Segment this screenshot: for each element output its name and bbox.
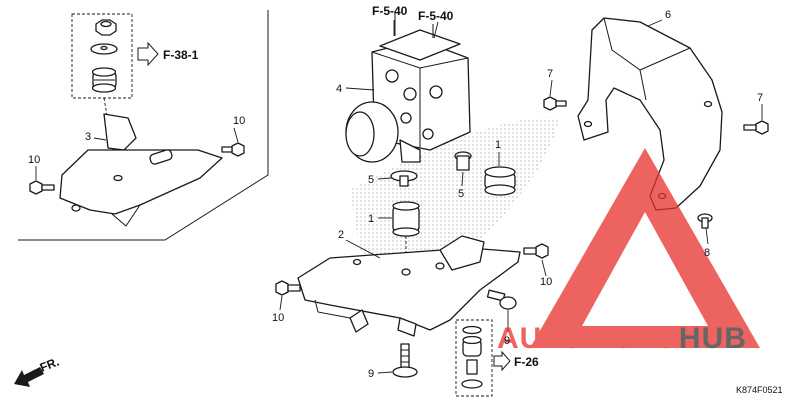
inset-box <box>18 10 269 241</box>
callout-4: 4 <box>336 83 342 95</box>
callout-10-inset-left: 10 <box>28 154 40 166</box>
ref-f5-40-right: F-5-40 <box>418 9 454 23</box>
dotted-mount-area <box>350 117 560 278</box>
front-direction-arrow: FR. <box>14 355 61 387</box>
main-bolt-right <box>523 243 549 259</box>
diagram-code: K874F0521 <box>736 385 783 395</box>
callout-labels: 3 10 10 4 1 5 5 1 2 6 7 7 8 9 9 10 10 <box>28 9 763 380</box>
watermark-triangle-logo <box>530 148 760 348</box>
inset-bolt-left <box>29 180 55 195</box>
callout-2: 2 <box>338 229 344 241</box>
callout-5-left: 5 <box>368 174 374 186</box>
ref-f26: F-26 <box>514 355 539 369</box>
callout-6: 6 <box>665 9 671 21</box>
svg-text:AUTOMOTOHUB: AUTOMOTOHUB <box>497 322 747 355</box>
callout-5-right: 5 <box>458 188 464 200</box>
callout-1-upper: 1 <box>495 139 501 151</box>
automotohub-watermark: AUTOMOTOHUB <box>497 148 760 355</box>
mount-collar-center <box>390 170 418 187</box>
inset-bolt-right <box>221 142 245 157</box>
watermark-text-dark: HUB <box>679 322 747 355</box>
mount-grommet-upper <box>484 166 516 196</box>
ref-arrow-f26: F-26 <box>493 350 539 372</box>
mount-grommet-lower <box>392 201 420 262</box>
cover-bolt-left <box>543 96 567 111</box>
callout-3: 3 <box>85 131 91 143</box>
callout-10-left: 10 <box>272 312 284 324</box>
ref-arrow-f38-1: F-38-1 <box>137 41 199 67</box>
cover-screw <box>697 213 713 229</box>
callout-7-right: 7 <box>757 92 763 104</box>
callout-9-lower: 9 <box>368 368 374 380</box>
lower-detail-box <box>455 319 493 397</box>
inset-bracket <box>59 113 223 227</box>
lower-grommet-stack <box>461 325 483 389</box>
main-bolt-left <box>275 280 301 296</box>
callout-10-right: 10 <box>540 276 552 288</box>
cover-bolt-right <box>743 120 769 135</box>
callout-9-upper: 9 <box>504 335 510 347</box>
main-bolt-9-lower <box>392 343 418 378</box>
main-bracket <box>297 235 521 337</box>
ref-f5-40-left: F-5-40 <box>372 4 408 18</box>
callout-1-lower: 1 <box>368 213 374 225</box>
callout-8: 8 <box>704 247 710 259</box>
callout-10-inset-right: 10 <box>233 115 245 127</box>
callout-7-left: 7 <box>547 68 553 80</box>
ref-f38-1: F-38-1 <box>163 48 199 62</box>
direction-label: FR. <box>38 355 61 375</box>
watermark-text-red: AUTOMOTO <box>497 322 679 355</box>
abs-modulator <box>345 12 471 163</box>
leader-lines <box>35 19 763 374</box>
mount-collar-right <box>454 151 472 171</box>
inset-detail-box <box>71 13 133 99</box>
main-bolt-9-upper <box>486 289 517 310</box>
